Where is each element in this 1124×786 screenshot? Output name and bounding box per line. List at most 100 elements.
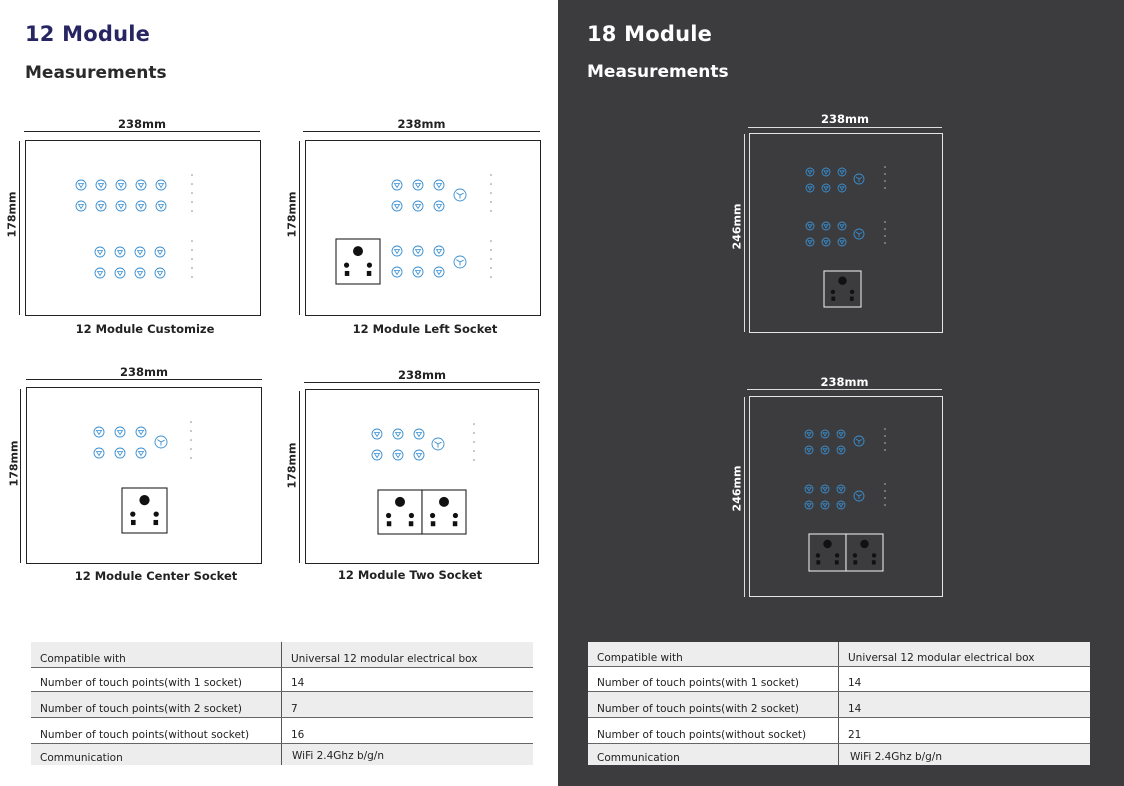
touch-button-icon: [115, 179, 127, 191]
indicator-dot: [884, 497, 886, 499]
diagram-caption: 12 Module Left Socket: [352, 322, 498, 336]
indicator-dot: [884, 180, 886, 182]
spec-value: Universal 12 modular electrical box: [848, 652, 1035, 664]
table-row: Number of touch points(with 2 socket) 7: [31, 692, 533, 718]
table-row: Communication WiFi 2.4Ghz b/g/n: [31, 744, 533, 765]
touch-button-icon: [837, 183, 847, 193]
spec-label: Compatible with: [597, 652, 683, 664]
touch-button-icon: [413, 449, 425, 461]
height-label: 246mm: [730, 465, 744, 512]
height-dimension-line: [19, 141, 20, 315]
indicator-dot: [490, 183, 492, 185]
touch-button-icon: [155, 179, 167, 191]
indicator-dot: [473, 441, 475, 443]
touch-button-icon: [413, 428, 425, 440]
indicator-dot: [884, 173, 886, 175]
indicator-dot: [191, 258, 193, 260]
indicator-dot: [490, 174, 492, 176]
indicator-dot: [884, 242, 886, 244]
touch-button-icon: [412, 245, 424, 257]
table-row: Compatible with Universal 12 modular ele…: [588, 642, 1090, 667]
spec-table: Compatible with Universal 12 modular ele…: [31, 642, 533, 765]
touch-icons-grid: [804, 428, 886, 572]
spec-value: 7: [291, 703, 298, 715]
indicator-dot: [490, 240, 492, 242]
touch-button-icon: [391, 179, 403, 191]
touch-button-icon: [114, 426, 126, 438]
width-dimension-line: [26, 379, 262, 380]
indicator-dot: [884, 449, 886, 451]
section-12-module: 12 Module Measurements 238mm 178mm 12 Mo…: [0, 0, 558, 786]
touch-button-icon: [820, 484, 830, 494]
touch-button-icon: [433, 179, 445, 191]
width-label: 238mm: [820, 375, 869, 389]
touch-button-icon: [135, 447, 147, 459]
touch-button-icon: [836, 500, 846, 510]
touch-button-icon: [412, 179, 424, 191]
touch-icons-grid: [75, 174, 193, 279]
touch-button-icon: [391, 266, 403, 278]
touch-button-icon: [412, 200, 424, 212]
touch-button-icon: [820, 429, 830, 439]
switch-panel: [305, 389, 539, 564]
touch-icons-grid: [371, 423, 475, 535]
indicator-dot: [191, 174, 193, 176]
touch-button-icon: [392, 428, 404, 440]
touch-button-icon: [821, 167, 831, 177]
spec-label: Number of touch points(without socket): [40, 729, 250, 741]
switch-panel: [26, 387, 262, 564]
touch-button-icon: [392, 449, 404, 461]
fan-icon: [853, 435, 865, 447]
touch-button-icon: [821, 183, 831, 193]
switch-panel: [25, 140, 261, 316]
section-subtitle: Measurements: [25, 63, 167, 83]
socket-icon: [808, 533, 847, 572]
touch-button-icon: [93, 426, 105, 438]
socket-icon: [421, 489, 467, 535]
touch-button-icon: [836, 429, 846, 439]
height-label: 178mm: [5, 191, 19, 238]
indicator-dot: [191, 267, 193, 269]
width-dimension-line: [24, 131, 260, 132]
touch-button-icon: [135, 200, 147, 212]
touch-button-icon: [371, 449, 383, 461]
width-dimension-line: [747, 389, 942, 390]
socket-icon: [845, 533, 884, 572]
height-dimension-line: [744, 134, 745, 332]
switch-panel: [749, 396, 943, 597]
indicator-dot: [190, 430, 192, 432]
indicator-dot: [490, 192, 492, 194]
spec-label: Number of touch points(with 2 socket): [597, 703, 799, 715]
spec-label: Number of touch points(without socket): [597, 729, 807, 741]
touch-button-icon: [94, 246, 106, 258]
indicator-dot: [490, 201, 492, 203]
height-dimension-line: [744, 397, 745, 597]
touch-button-icon: [114, 447, 126, 459]
spec-value: 14: [291, 677, 305, 689]
touch-button-icon: [115, 200, 127, 212]
indicator-dot: [884, 483, 886, 485]
indicator-dot: [473, 432, 475, 434]
touch-button-icon: [821, 237, 831, 247]
touch-icons-grid: [93, 421, 192, 534]
touch-button-icon: [155, 200, 167, 212]
indicator-dot: [191, 240, 193, 242]
touch-button-icon: [805, 221, 815, 231]
touch-button-icon: [412, 266, 424, 278]
socket-icon: [121, 487, 168, 534]
indicator-dot: [490, 258, 492, 260]
height-dimension-line: [20, 389, 21, 563]
spec-label: Number of touch points(with 1 socket): [597, 677, 799, 689]
socket-icon: [335, 238, 381, 285]
spec-value: 14: [848, 703, 862, 715]
fan-icon: [453, 188, 467, 202]
touch-button-icon: [804, 484, 814, 494]
socket-icon: [377, 489, 423, 535]
spec-label: Compatible with: [40, 653, 126, 665]
touch-button-icon: [805, 167, 815, 177]
touch-button-icon: [836, 484, 846, 494]
indicator-dot: [490, 249, 492, 251]
height-dimension-line: [299, 141, 300, 315]
indicator-dot: [490, 276, 492, 278]
spec-label: Number of touch points(with 2 socket): [40, 703, 242, 715]
